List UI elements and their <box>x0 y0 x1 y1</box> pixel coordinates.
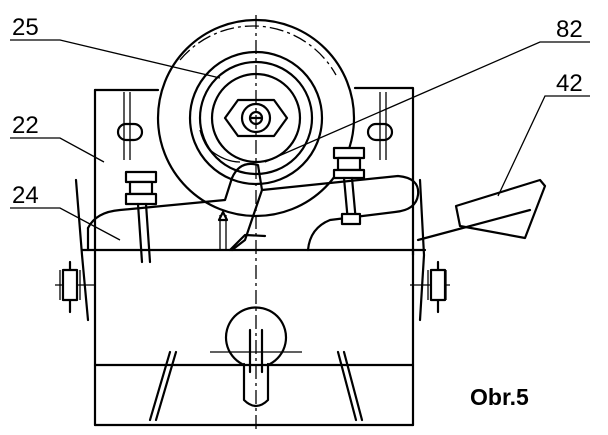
bolt-right <box>332 146 366 226</box>
keyhole-slot <box>210 306 302 408</box>
callout-25: 25 <box>12 14 39 41</box>
blade-block <box>416 178 547 242</box>
leader-lines <box>10 39 590 241</box>
skids <box>148 350 364 422</box>
bolt-left <box>124 170 158 264</box>
callout-82: 82 <box>556 16 583 43</box>
hinge-right <box>410 178 450 322</box>
hinge-left <box>55 178 95 322</box>
callout-22: 22 <box>12 112 39 139</box>
callout-42: 42 <box>556 70 583 97</box>
callout-24: 24 <box>12 182 39 209</box>
lever-arm <box>86 162 420 252</box>
housing-frame <box>80 86 427 427</box>
figure-caption: Obr.5 <box>470 384 529 410</box>
mounting-slots <box>116 92 394 160</box>
